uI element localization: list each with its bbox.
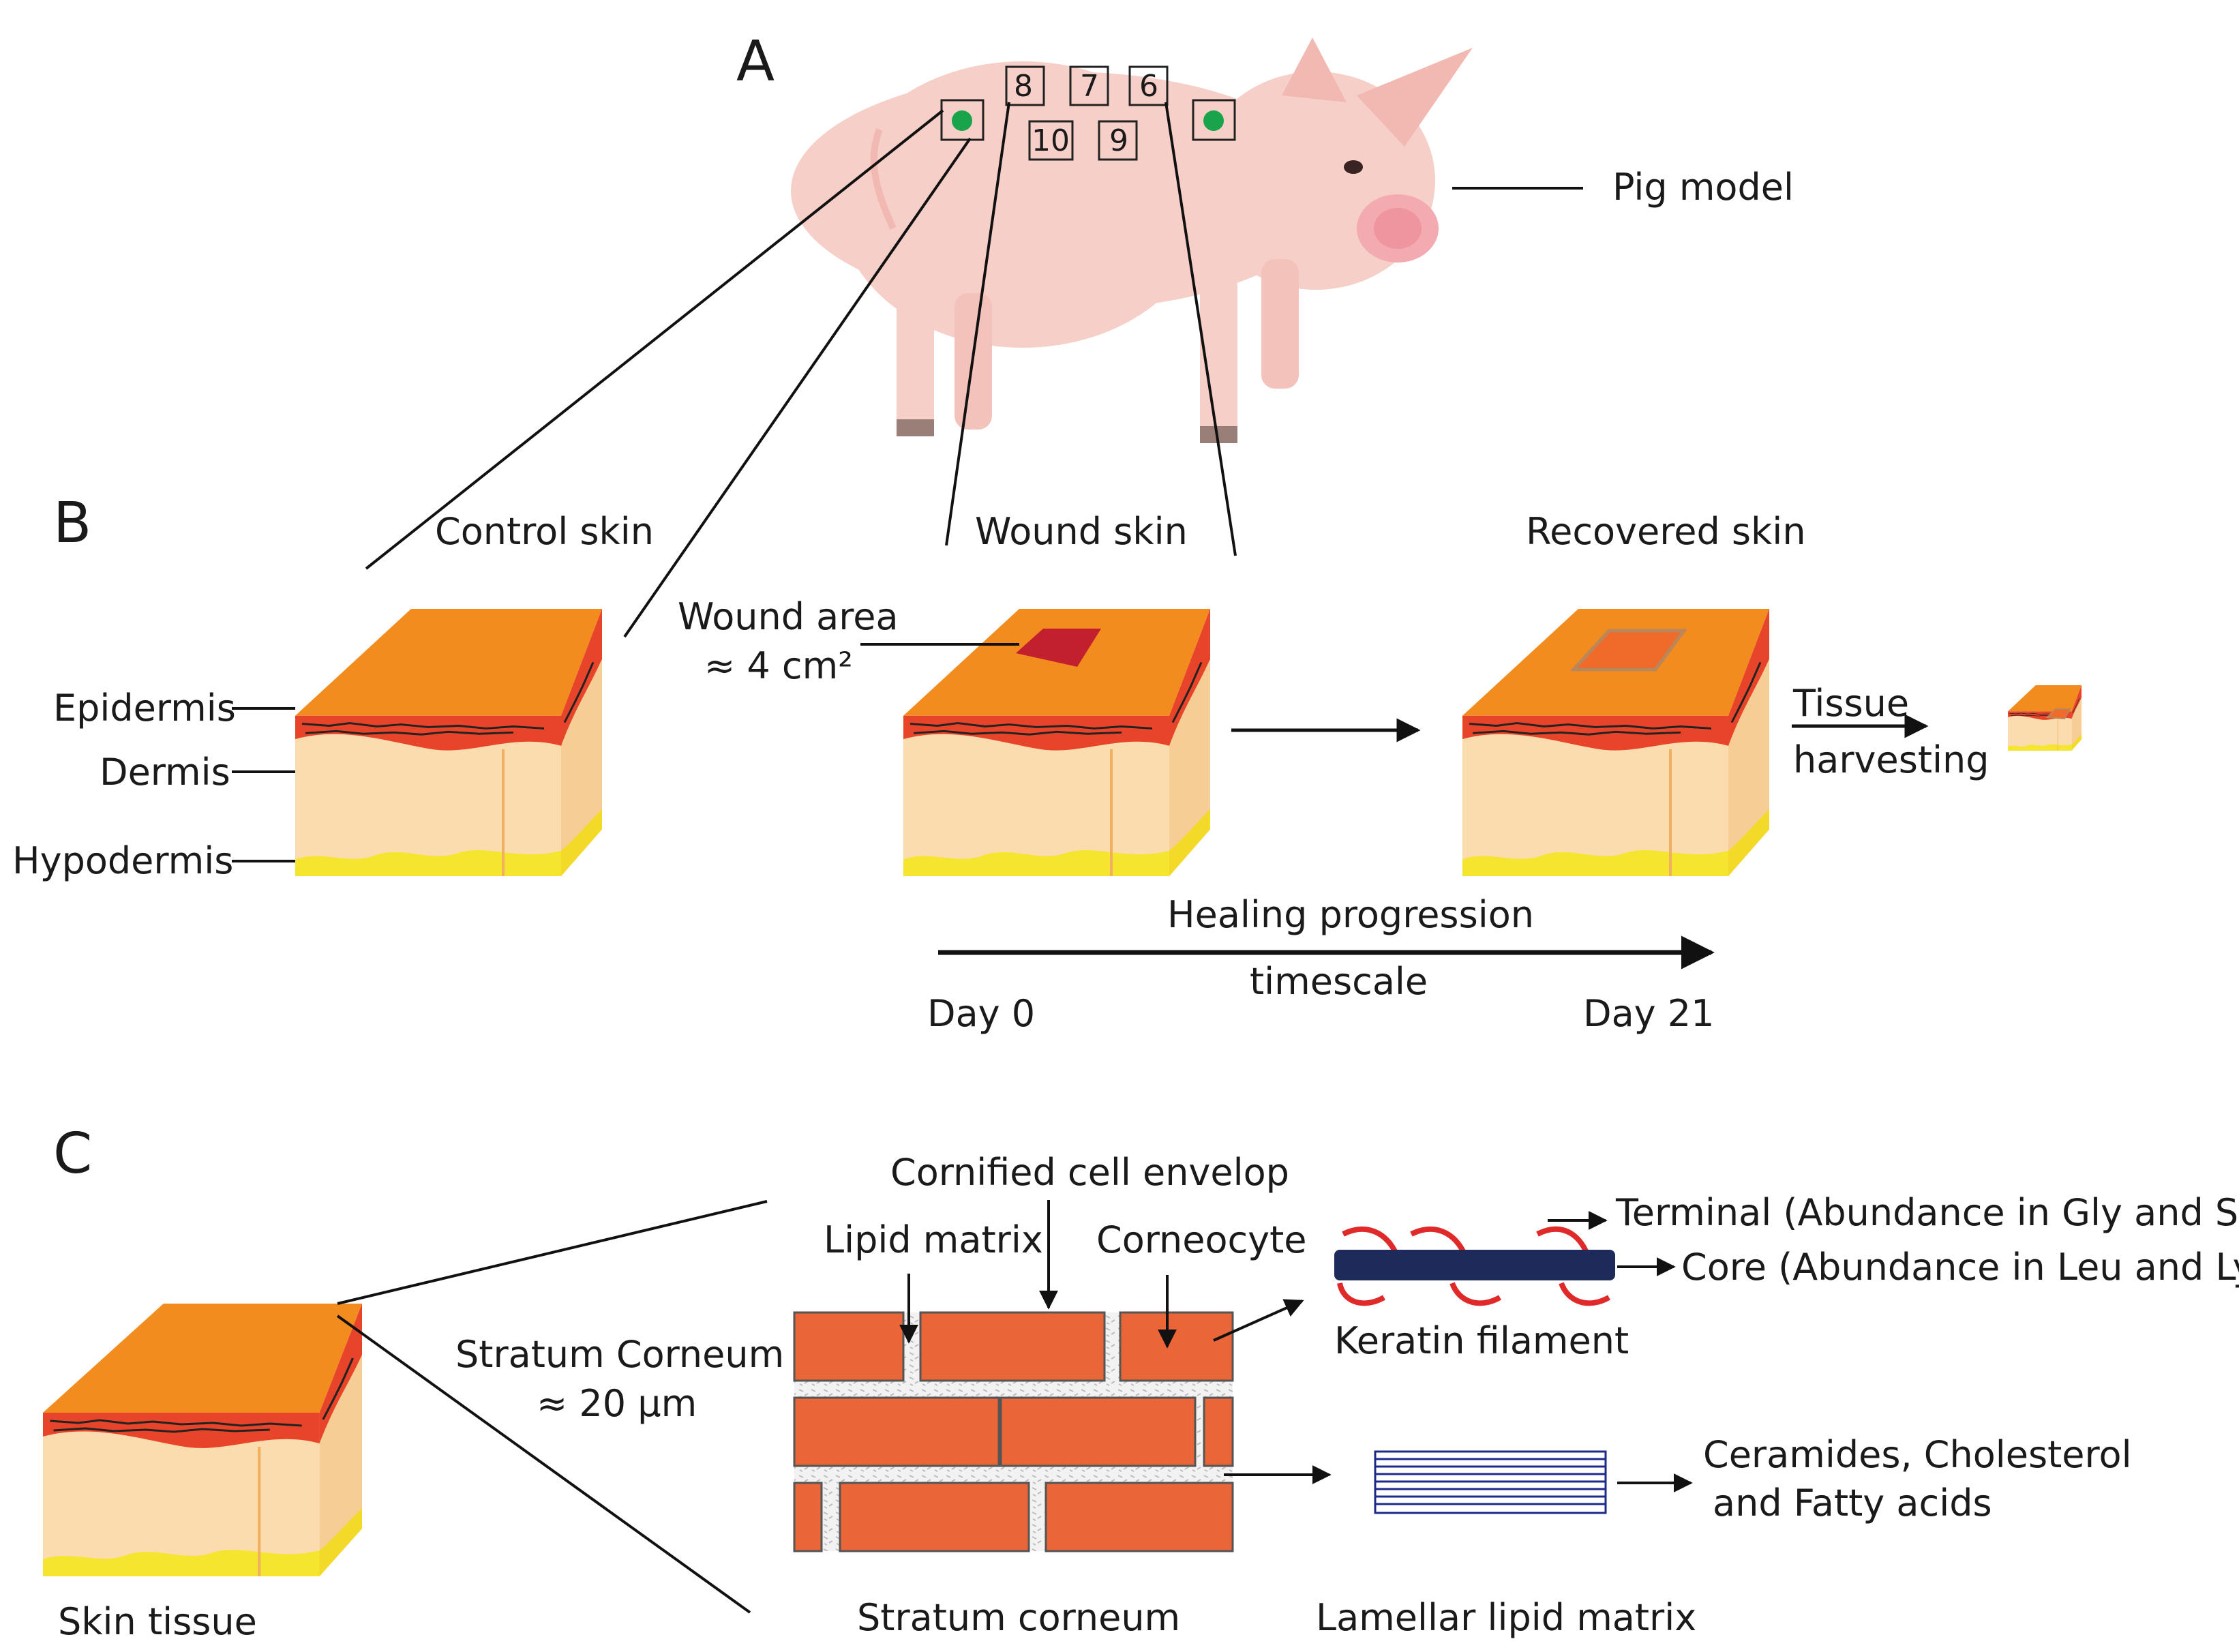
harvesting-label: harvesting bbox=[1793, 738, 1989, 781]
site-label-7: 7 bbox=[1080, 69, 1099, 104]
dermis-label: Dermis bbox=[100, 751, 230, 794]
epidermis-label: Epidermis bbox=[53, 687, 236, 730]
panel-a-letter: A bbox=[736, 29, 775, 94]
recovered-skin-label: Recovered skin bbox=[1526, 510, 1806, 553]
lipid-components-label: Ceramides, Cholesterol bbox=[1703, 1433, 2132, 1476]
stratum-corneum-thickness-value: ≈ 20 µm bbox=[537, 1382, 697, 1425]
sc-pointer-arrows bbox=[899, 1200, 1332, 1484]
panel-c-letter: C bbox=[53, 1122, 93, 1186]
wound-area-patch bbox=[1016, 629, 1101, 667]
hypodermis-label: Hypodermis bbox=[12, 839, 234, 882]
zoom-lines-ab bbox=[365, 102, 1583, 638]
wound-area-size: ≈ 4 cm² bbox=[704, 644, 853, 687]
healing-progression-label: Healing progression bbox=[1167, 893, 1534, 936]
pig-model-label: Pig model bbox=[1612, 166, 1794, 209]
wound-site-boxes bbox=[1005, 65, 1169, 161]
layer-leader-lines bbox=[232, 643, 1019, 862]
wound-area-label: Wound area bbox=[678, 595, 899, 638]
site-label-8: 8 bbox=[1014, 69, 1033, 104]
panel-b-letter: B bbox=[53, 491, 92, 556]
pig-illustration bbox=[791, 37, 1473, 443]
zoom-lines-c bbox=[336, 1200, 768, 1614]
day-0-label: Day 0 bbox=[927, 992, 1036, 1035]
control-site-markers bbox=[940, 99, 1236, 141]
lipid-matrix-label: Lipid matrix bbox=[824, 1218, 1043, 1261]
brick-mortar-structure bbox=[793, 1311, 1234, 1552]
day-21-label: Day 21 bbox=[1583, 992, 1715, 1035]
timescale-label: timescale bbox=[1250, 960, 1428, 1003]
stratum-corneum-label: Stratum corneum bbox=[857, 1596, 1181, 1639]
keratin-filament bbox=[1334, 1226, 1615, 1306]
keratin-terminal-label: Terminal (Abundance in Gly and Ser) bbox=[1616, 1191, 2239, 1234]
stratum-corneum-thickness-title: Stratum Corneum bbox=[455, 1333, 785, 1376]
lamellar-lipid-stack bbox=[1374, 1450, 1607, 1514]
wound-skin-label: Wound skin bbox=[975, 510, 1188, 553]
skin-tissue-label: Skin tissue bbox=[58, 1600, 257, 1643]
keratin-filament-label: Keratin filament bbox=[1334, 1319, 1629, 1362]
lipid-components-label-2: and Fatty acids bbox=[1713, 1482, 1992, 1525]
cornified-envelope-label: Cornified cell envelop bbox=[890, 1151, 1289, 1194]
site-label-10: 10 bbox=[1032, 123, 1070, 158]
site-label-9: 9 bbox=[1109, 123, 1128, 158]
corneocyte-label: Corneocyte bbox=[1096, 1218, 1307, 1261]
control-skin-label: Control skin bbox=[435, 510, 654, 553]
site-label-6: 6 bbox=[1139, 69, 1158, 104]
tissue-label: Tissue bbox=[1793, 682, 1910, 725]
lamellar-lipid-matrix-label: Lamellar lipid matrix bbox=[1316, 1596, 1697, 1639]
recovered-area-patch bbox=[1569, 629, 1687, 672]
keratin-core-label: Core (Abundance in Leu and Lys) bbox=[1681, 1246, 2239, 1289]
